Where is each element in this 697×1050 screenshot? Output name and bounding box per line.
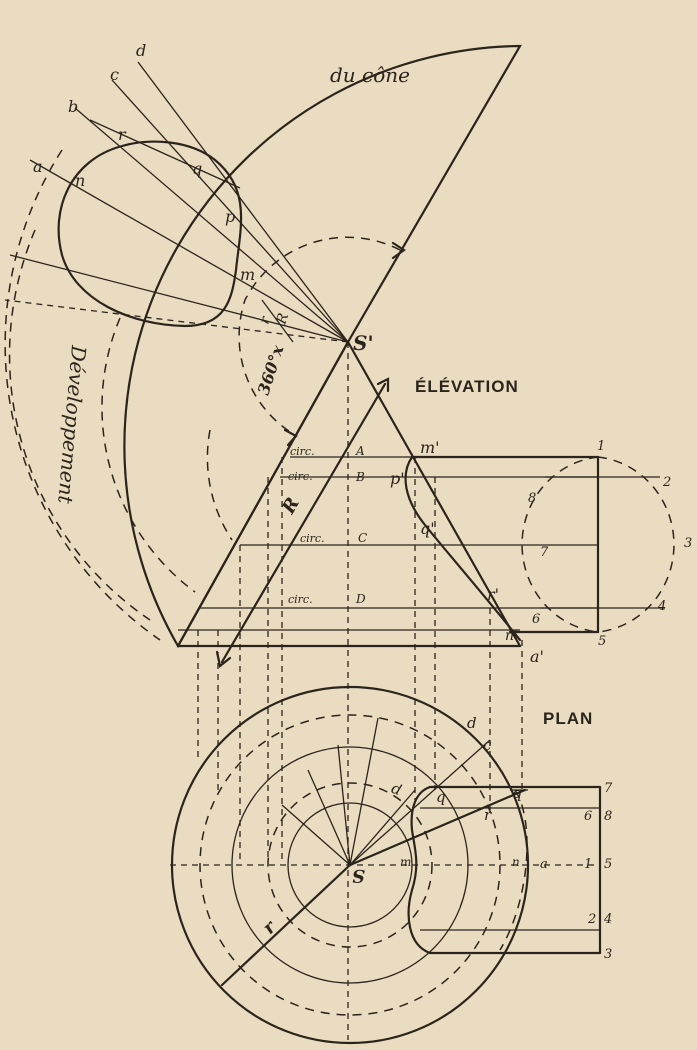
dev-point-c: c xyxy=(110,65,119,84)
plan-ray-b xyxy=(348,788,527,867)
dev-point-n: n xyxy=(75,171,85,190)
plan-point-r: r xyxy=(484,806,492,824)
plan-ray-5 xyxy=(349,789,416,866)
profile-num-5: 5 xyxy=(598,634,606,649)
profile-num-4: 4 xyxy=(657,599,666,614)
elevation-title: ÉLÉVATION xyxy=(415,377,519,396)
plan-view xyxy=(170,685,602,1045)
dev-point-r: r xyxy=(118,125,127,144)
plan-num-1: 1 xyxy=(584,857,592,872)
plan-num-4: 4 xyxy=(603,912,612,927)
point-m-prime: m' xyxy=(420,438,440,457)
point-p-prime: p' xyxy=(390,469,405,488)
point-n-prime: n' xyxy=(505,628,518,644)
projection-lines xyxy=(197,457,523,860)
ray-a xyxy=(29,159,349,343)
dev-point-b: b xyxy=(68,97,78,116)
fan-arc-1 xyxy=(101,317,196,593)
plan-point-n: n xyxy=(512,855,520,869)
dev-point-a: a xyxy=(33,157,43,176)
section-letter-D: D xyxy=(355,592,366,606)
plan-point-p: p xyxy=(388,781,404,801)
angle-label: 360°x xyxy=(254,342,288,397)
plan-num-7: 7 xyxy=(604,781,613,796)
ray-g xyxy=(89,119,241,189)
dev-point-d: d xyxy=(136,41,146,60)
point-q-prime: q' xyxy=(420,519,435,538)
cylinder-profile xyxy=(404,455,675,642)
plan-point-c: c xyxy=(483,736,492,754)
R-arrow xyxy=(220,382,387,664)
profile-num-2: 2 xyxy=(662,475,671,490)
ratio-top: r xyxy=(257,314,275,327)
ratio-bottom: R xyxy=(273,311,292,327)
profile-num-3: 3 xyxy=(684,536,692,551)
fan-outline xyxy=(123,44,522,649)
development-label-1: du cône xyxy=(330,63,410,87)
plan-point-d: d xyxy=(467,714,477,732)
plan-point-a: a xyxy=(540,857,548,872)
dev-point-m: m xyxy=(240,265,255,284)
development-fan xyxy=(4,44,522,649)
circ-D-label: circ. xyxy=(288,593,313,606)
plan-R-arrow xyxy=(220,863,352,987)
plan-ray-3 xyxy=(307,769,351,866)
plan-num-3: 3 xyxy=(604,947,612,962)
plan-ray-1 xyxy=(349,717,379,866)
profile-half-right xyxy=(597,456,675,633)
R-arrow-head-top xyxy=(376,377,390,393)
intersection-curve xyxy=(404,455,522,642)
dev-point-q: q xyxy=(192,159,202,178)
ray-f xyxy=(4,299,349,343)
ray-c xyxy=(111,79,349,343)
apex-plan-label: S xyxy=(352,865,365,886)
section-letter-A: A xyxy=(355,444,365,458)
plan-circle-B xyxy=(267,782,433,948)
plan-ray-2 xyxy=(337,744,351,866)
cone-generator-left xyxy=(176,340,350,648)
rotation-arc xyxy=(238,236,401,436)
plan-title: PLAN xyxy=(543,709,593,728)
plan-point-m: m xyxy=(400,855,411,869)
angle-leader xyxy=(261,299,294,343)
plan-point-q: q xyxy=(436,788,446,806)
plan-ray-6 xyxy=(349,739,491,866)
profile-half-left xyxy=(521,456,599,633)
plan-num-5: 5 xyxy=(604,857,612,872)
apex-elevation-label: S' xyxy=(353,331,374,355)
plan-ray-4 xyxy=(281,804,351,866)
point-a-prime: a' xyxy=(530,647,544,666)
labels: ÉLÉVATION PLAN du cône Développement 360… xyxy=(33,41,692,962)
plan-num-6: 6 xyxy=(584,809,592,824)
plan-R-label: r xyxy=(259,916,282,939)
development-label-2: Développement xyxy=(53,344,91,506)
plan-hidden-curve xyxy=(499,789,528,951)
cone-generator-right xyxy=(346,340,522,648)
point-r-prime: r' xyxy=(487,585,499,604)
plan-point-b: b xyxy=(512,786,522,804)
fan-arc-4 xyxy=(206,429,233,541)
ray-e xyxy=(9,254,349,343)
section-letter-B: B xyxy=(355,470,365,484)
profile-num-1: 1 xyxy=(597,439,605,454)
plan-num-8: 8 xyxy=(604,809,612,824)
profile-num-7: 7 xyxy=(540,545,549,560)
fan-arc-2 xyxy=(8,229,151,621)
development-curve xyxy=(57,140,243,328)
plan-intersection-curve xyxy=(407,785,432,955)
ray-d xyxy=(137,61,349,343)
circ-A-label: circ. xyxy=(290,445,315,458)
circ-C-label: circ. xyxy=(300,532,325,545)
fan-arc-3 xyxy=(4,149,161,641)
plan-num-2: 2 xyxy=(587,912,596,927)
profile-num-6: 6 xyxy=(532,612,540,627)
profile-num-8: 8 xyxy=(528,491,536,506)
circ-B-label: circ. xyxy=(288,470,313,483)
dev-point-p: p xyxy=(225,207,235,226)
arc-arrowhead-top xyxy=(391,241,406,260)
section-letter-C: C xyxy=(358,531,367,545)
